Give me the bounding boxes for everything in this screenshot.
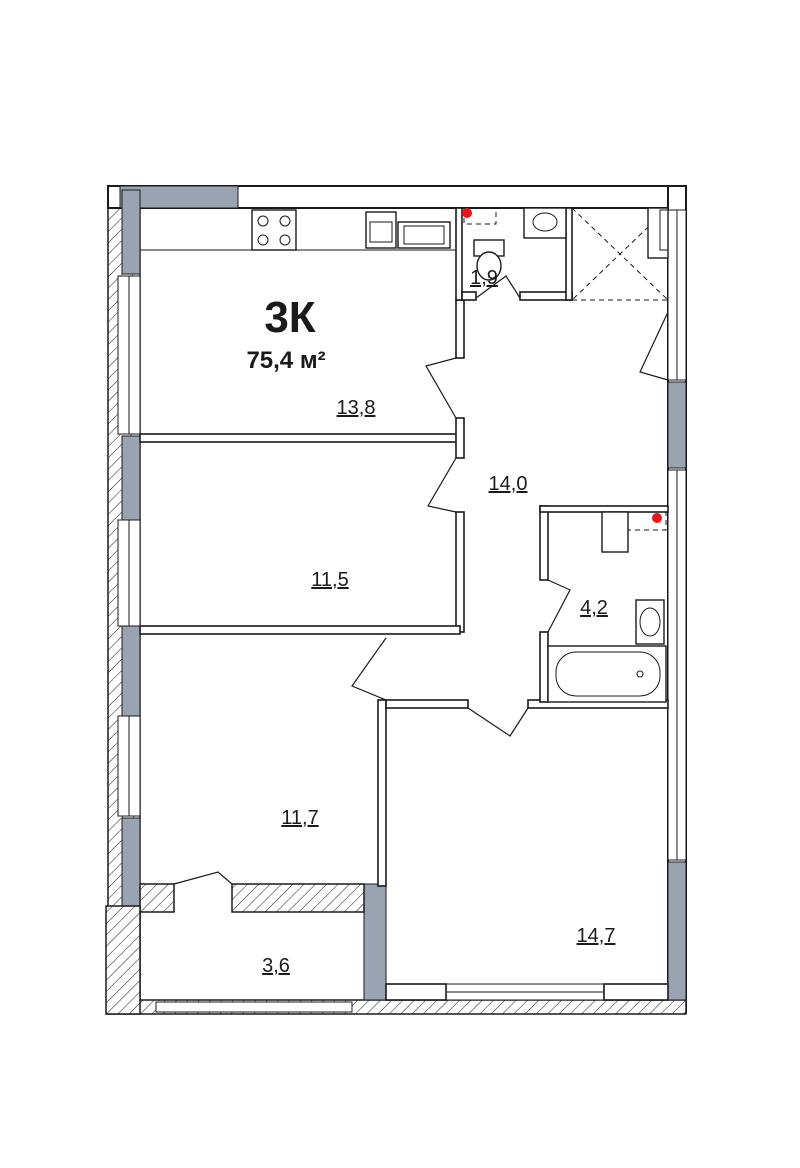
- room-area-bedroom-2: 11,7: [281, 807, 318, 829]
- interior-walls: [105, 207, 669, 1015]
- room-area-wc: 1,9: [470, 267, 498, 289]
- kitchen-fixtures: [140, 209, 456, 251]
- stove-icon: [251, 209, 297, 251]
- room-area-balcony: 3,6: [262, 955, 290, 977]
- room-area-hall: 14,0: [489, 473, 528, 495]
- left-facade-windows: [105, 185, 239, 1001]
- apartment-type: 3К: [264, 293, 315, 342]
- utility-area: [571, 207, 669, 301]
- bottom-facade-windows: [155, 883, 605, 1013]
- wc-fixtures: [462, 207, 567, 281]
- bathtub-icon: [547, 645, 667, 703]
- washbasin-icon: [523, 207, 567, 239]
- bathroom-fixtures: [547, 511, 667, 703]
- apartment-title: 3К 75,4 м²: [246, 293, 325, 374]
- right-facade-windows: [667, 209, 687, 1001]
- riser-marker: [462, 208, 472, 218]
- apartment-area: 75,4 м²: [246, 347, 325, 374]
- doors: [173, 275, 669, 885]
- room-area-bathroom: 4,2: [580, 597, 608, 619]
- bathroom-sink-icon: [635, 599, 665, 645]
- riser-marker: [652, 513, 662, 523]
- room-area-kitchen: 13,8: [337, 397, 376, 419]
- room-labels: 13,8 1,9 14,0 11,5 4,2 11,7 14,7 3,6: [262, 267, 615, 977]
- room-area-bedroom-1: 11,5: [311, 569, 348, 591]
- room-area-living-room: 14,7: [577, 925, 616, 947]
